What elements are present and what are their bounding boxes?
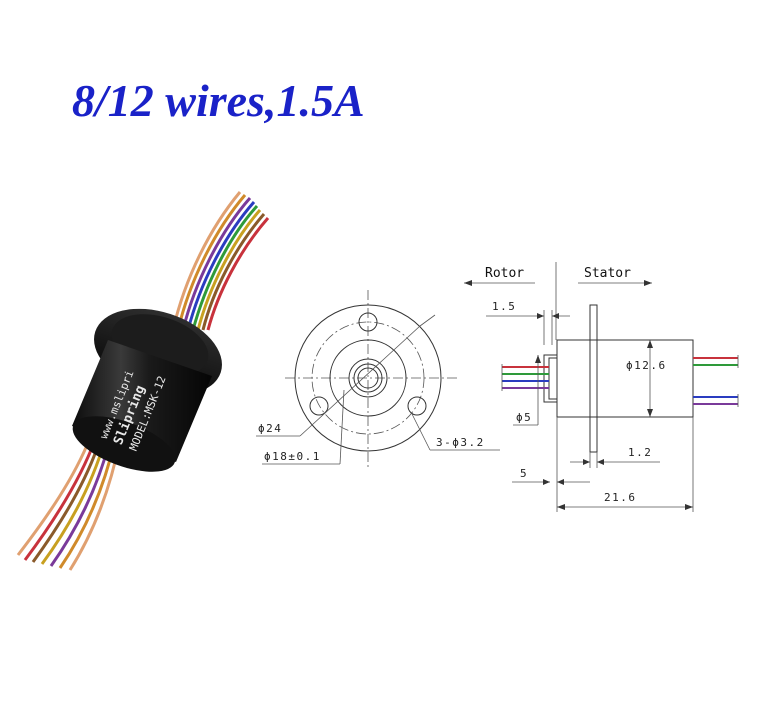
mounting-hole — [358, 312, 378, 332]
mounting-hole — [407, 396, 427, 416]
dim-mounting-holes: 3-ϕ3.2 — [436, 436, 485, 449]
dim-flange-thickness: 1.2 — [628, 446, 652, 459]
side-flange — [589, 304, 598, 453]
dim-shaft-protrusion: 1.5 — [492, 300, 516, 313]
dim-total-length: 21.6 — [604, 491, 637, 504]
side-body — [556, 339, 694, 418]
mounting-hole — [309, 396, 329, 416]
flange-outline — [294, 304, 442, 452]
dim-outer-diameter: ϕ24 — [258, 422, 282, 435]
stator-wires — [693, 355, 739, 407]
front-view-drawing: ϕ24 ϕ18±0.1 3-ϕ3.2 — [256, 290, 500, 470]
rotor-label: Rotor — [485, 266, 524, 281]
dim-shaft-diameter: ϕ5 — [516, 411, 532, 424]
top-wire-bundle — [171, 191, 270, 331]
rotor-wires — [501, 364, 549, 391]
side-shaft — [543, 354, 558, 403]
dim-rotor-length: 5 — [520, 467, 528, 480]
dim-body-diameter: ϕ12.6 — [626, 359, 667, 372]
slip-ring-photo: www.mslipri Slipring MODEL:MSK-12 — [16, 191, 270, 571]
dim-pitch-circle: ϕ18±0.1 — [264, 450, 321, 463]
product-title: 8/12 wires,1.5A — [72, 75, 365, 126]
side-view-drawing: Rotor Stator 1.5 — [464, 262, 739, 512]
stator-label: Stator — [584, 266, 631, 281]
